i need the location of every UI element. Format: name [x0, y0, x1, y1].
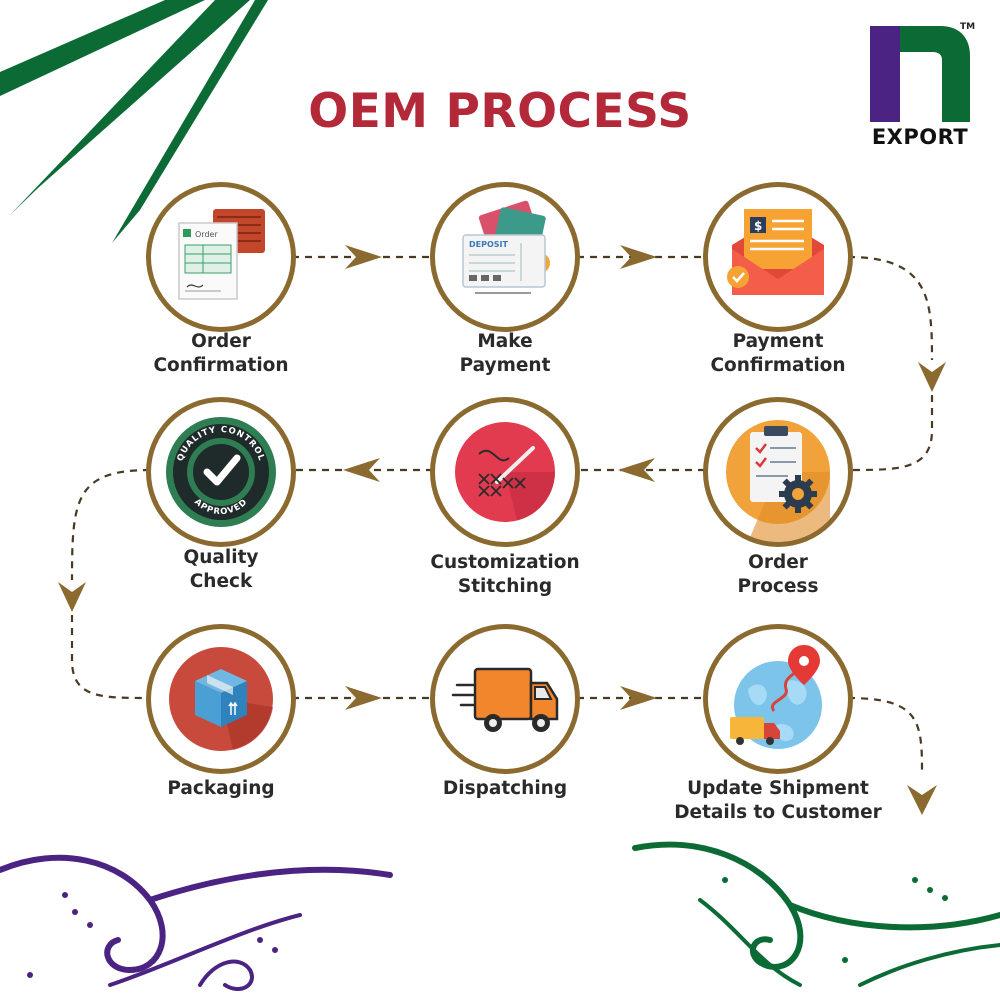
trademark-mark: TM — [960, 22, 976, 32]
step-label: Order Process — [737, 552, 819, 597]
invoice-envelope-icon: $ — [727, 209, 824, 295]
green-flourish-decoration — [632, 841, 1000, 987]
step-label: Customization Stitching — [430, 552, 580, 597]
step-payment-confirmation: $ — [703, 182, 853, 332]
purple-dots-decoration — [27, 892, 278, 978]
svg-text:DEPOSIT: DEPOSIT — [469, 240, 509, 249]
brand-logo: TM EXPORT — [866, 22, 975, 150]
step-label: Packaging — [167, 778, 275, 799]
arrow-down-icon — [58, 582, 86, 612]
arrow-right-icon — [620, 245, 657, 269]
step-label: Order Confirmation — [153, 331, 289, 376]
green-swoosh-decoration — [0, 0, 268, 243]
arrow-right-icon — [345, 686, 382, 710]
needle-stitch-icon — [455, 422, 555, 522]
step-label: Quality Check — [183, 547, 259, 592]
arrow-left-icon — [343, 458, 380, 482]
arrow-down-icon — [907, 785, 937, 815]
step-label: Update Shipment Details to Customer — [674, 778, 882, 823]
step-packaging — [146, 624, 296, 774]
arrow-right-icon — [620, 686, 657, 710]
step-label: Payment Confirmation — [710, 331, 846, 376]
step-label: Make Payment — [459, 331, 551, 376]
step-label: Dispatching — [442, 778, 568, 799]
step-dispatching — [430, 624, 580, 774]
box-icon — [169, 647, 273, 751]
step-order-process — [703, 397, 853, 547]
arrowheads — [58, 245, 946, 815]
svg-text:Order: Order — [195, 230, 218, 239]
order-form-icon: Order — [178, 209, 265, 300]
purple-flourish-decoration — [0, 854, 393, 991]
clipboard-gear-icon — [726, 420, 830, 542]
logo-mark-icon — [870, 26, 970, 122]
step-make-payment: DEPOSIT — [430, 182, 580, 332]
green-dots-decoration — [722, 877, 948, 963]
brand-name: EXPORT — [871, 125, 969, 149]
arrow-left-icon — [618, 458, 655, 482]
truck-icon — [451, 667, 559, 732]
globe-route-icon — [730, 645, 822, 749]
step-update-shipment — [703, 624, 853, 774]
svg-text:$: $ — [754, 219, 762, 233]
arrow-right-icon — [345, 245, 382, 269]
page-title: OEM PROCESS — [308, 84, 692, 139]
deposit-slip-icon: DEPOSIT — [462, 200, 550, 294]
step-order-confirmation: Order — [146, 182, 296, 332]
quality-seal-icon: QUALITY CONTROL APPROVED — [166, 417, 276, 527]
step-quality-check: QUALITY CONTROL APPROVED — [146, 397, 296, 547]
arrow-down-icon — [918, 362, 946, 392]
step-customization-stitching — [430, 397, 580, 547]
